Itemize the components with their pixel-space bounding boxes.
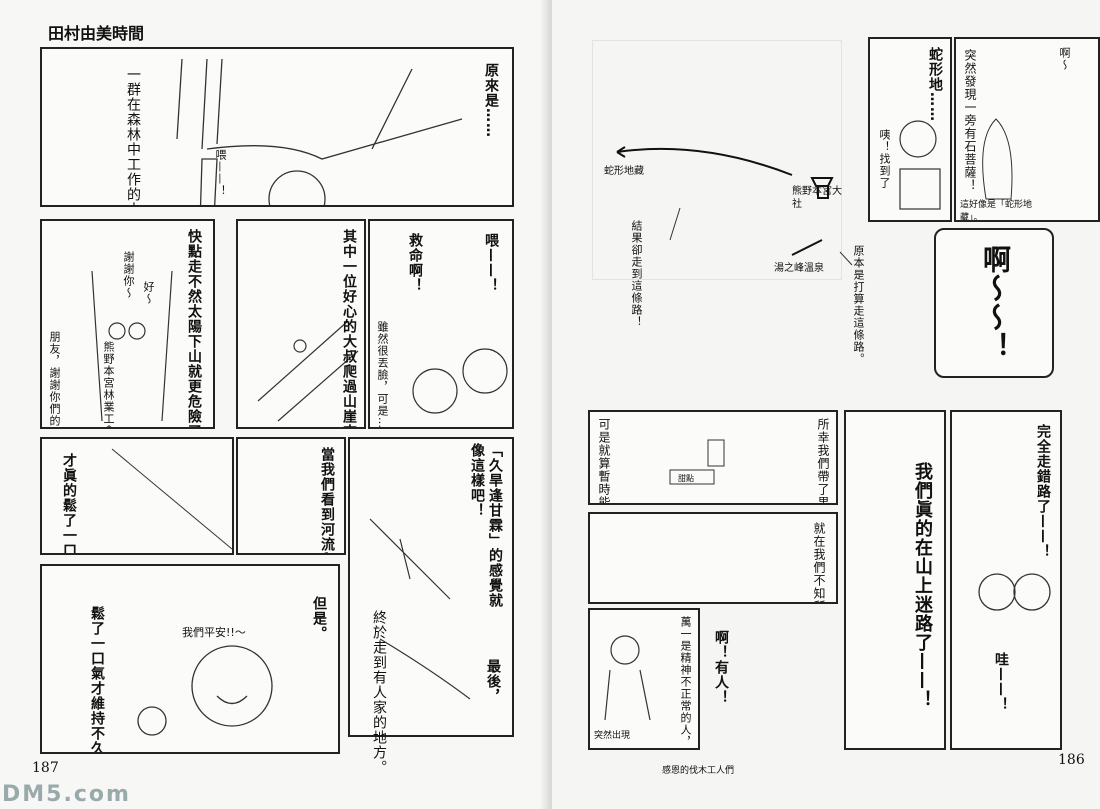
speech: 喂——！ <box>483 233 499 293</box>
speech: 喂——！ <box>214 149 227 197</box>
face-drawing <box>978 573 1051 611</box>
map-note: 原本是打算走這條路。 <box>852 245 865 365</box>
panel-lost: 我們眞的在山上迷路了——！ <box>844 410 946 750</box>
page-number: 187 <box>32 760 59 776</box>
girl-reading-drawing <box>899 120 941 210</box>
road-drawing <box>369 518 471 700</box>
speech: 救命啊！ <box>407 233 423 293</box>
panel-safe: 鬆了一口氣才維持不久。 我們平安!!～ 但是。 <box>40 564 340 754</box>
cliff-drawing <box>257 320 359 422</box>
map-label: 熊野本宮大社 <box>792 186 842 210</box>
map-note: 結果卻走到這條路！ <box>630 220 643 328</box>
speech: 好～ <box>142 281 155 305</box>
figures-drawing <box>91 270 173 422</box>
speech: 快點走不然太陽下山就更危險了！ <box>186 229 202 429</box>
panel-forest-workers: 原來是…… 一群在森林中工作的大叔！ 喂——！ <box>40 47 514 207</box>
panel-rain: 「久旱逢甘霖」的感覺就像這樣吧！ 最後， <box>348 437 514 737</box>
panel-stone-buddha: 突然發現一旁有石菩薩！ 這好像是「蛇形地藏」。 啊～ <box>954 37 1100 222</box>
caption: 鬆了一口氣才維持不久。 <box>89 606 105 754</box>
juice-drawing <box>669 439 725 485</box>
caption: 突然出現 <box>594 731 631 741</box>
caption: 這好像是「蛇形地藏」。 <box>960 200 1033 222</box>
stone-drawing <box>982 118 1013 200</box>
series-title: 田村由美時間 <box>48 24 145 43</box>
shout-bubble: 啊～～！ <box>934 228 1054 378</box>
panel-river: 當我們看到河流和水泥橋， <box>236 437 346 555</box>
forest-drawing <box>176 58 463 205</box>
panel-strange-person: 萬一是精神不正常的人，那麼辦？ 突然出現 <box>588 608 700 750</box>
watermark: DM5.com <box>2 782 131 807</box>
speech: 咦！找到了 <box>878 129 891 189</box>
panel-relief: 才眞的鬆了一口氣。 <box>40 437 234 555</box>
shout: 啊～～！ <box>979 245 1012 361</box>
page-number: 186 <box>1058 752 1085 768</box>
slope-drawing <box>111 448 232 550</box>
caption: 蛇形地…… <box>927 47 943 122</box>
caption: 所幸我們帶了果汁以及中途買的甜點。 <box>815 418 830 503</box>
man-drawing <box>604 635 651 721</box>
caption: 熊野本宮林業工會的 <box>102 341 115 429</box>
faces-drawing <box>412 348 508 414</box>
right-page: 蛇形地藏 熊野本宮大社 湯之峰溫泉 結果卻走到這條路！ 原本是打算走這條路。 蛇… <box>552 0 1100 809</box>
caption: 一群在森林中工作的大叔！ <box>125 67 141 207</box>
caption: 才眞的鬆了一口氣。 <box>61 453 77 555</box>
speech: 啊～ <box>1058 47 1071 71</box>
caption: 我們眞的在山上迷路了——！ <box>912 462 933 709</box>
happy-face-drawing <box>137 645 273 736</box>
snack-label: 甜點 <box>678 474 694 483</box>
footnote: 感恩的伐木工人們 <box>662 766 735 776</box>
panel-snake-ground: 蛇形地…… 咦！找到了 <box>868 37 952 222</box>
caption: 終於走到有人家的地方。 <box>371 610 387 775</box>
panel-thanks: 快點走不然太陽下山就更危險了！ 好～ 謝謝你～ 熊野本宮林業工會的 朋友，謝謝你… <box>40 219 215 429</box>
speech: 但是。 <box>311 596 327 641</box>
caption: 突然發現一旁有石菩薩！ <box>963 49 977 192</box>
panel-help: 喂——！ 救命啊！ 雖然很丟臉，可是…… <box>368 219 514 429</box>
panel-machine-sound: 就在我們不知所措時，突然傳來機器的聲音…… <box>588 512 838 604</box>
caption: 萬一是精神不正常的人，那麼辦？ <box>679 616 692 750</box>
speech: 啊！有人！ <box>713 630 729 705</box>
map-label: 蛇形地藏 <box>604 166 644 177</box>
caption: 朋友，謝謝你們的幫忙——！ <box>48 331 61 429</box>
caption: 雖然很丟臉，可是…… <box>376 321 389 429</box>
map-drawing <box>616 146 853 266</box>
panel-snacks: 甜點 所幸我們帶了果汁以及中途買的甜點。 可是就算暫時能止飢，接下來該怎麼辦呢？ <box>588 410 838 505</box>
panel-wrong-way: 完全走錯路了——！ 哇——！ <box>950 410 1062 750</box>
caption: 當我們看到河流和水泥橋， <box>319 447 335 555</box>
panel-kind-uncle: 其中一位好心的大叔爬過山崖來告訴我們怎樣走。 <box>236 219 366 429</box>
caption: 完全走錯路了——！ <box>1035 424 1051 559</box>
caption: 最後， <box>485 659 501 704</box>
caption: 可是就算暫時能止飢，接下來該怎麼辦呢？ <box>596 418 611 503</box>
left-page: 田村由美時間 原來是…… 一群在森林中工作的大叔！ 喂——！ 快點走不然太陽下山… <box>0 0 548 809</box>
bleed-through <box>592 40 842 280</box>
map-label: 湯之峰溫泉 <box>774 263 824 274</box>
caption: 就在我們不知所措時，突然傳來機器的聲音…… <box>811 522 826 602</box>
caption: 其中一位好心的大叔爬過山崖來告訴我們怎樣走。 <box>341 229 357 429</box>
shout: 哇——！ <box>993 652 1009 712</box>
speech: 謝謝你～ <box>122 251 135 299</box>
speech: 我們平安!!～ <box>182 626 246 639</box>
caption: 原來是…… <box>483 63 499 138</box>
caption: 「久旱逢甘霖」的感覺就像這樣吧！ <box>469 443 503 608</box>
